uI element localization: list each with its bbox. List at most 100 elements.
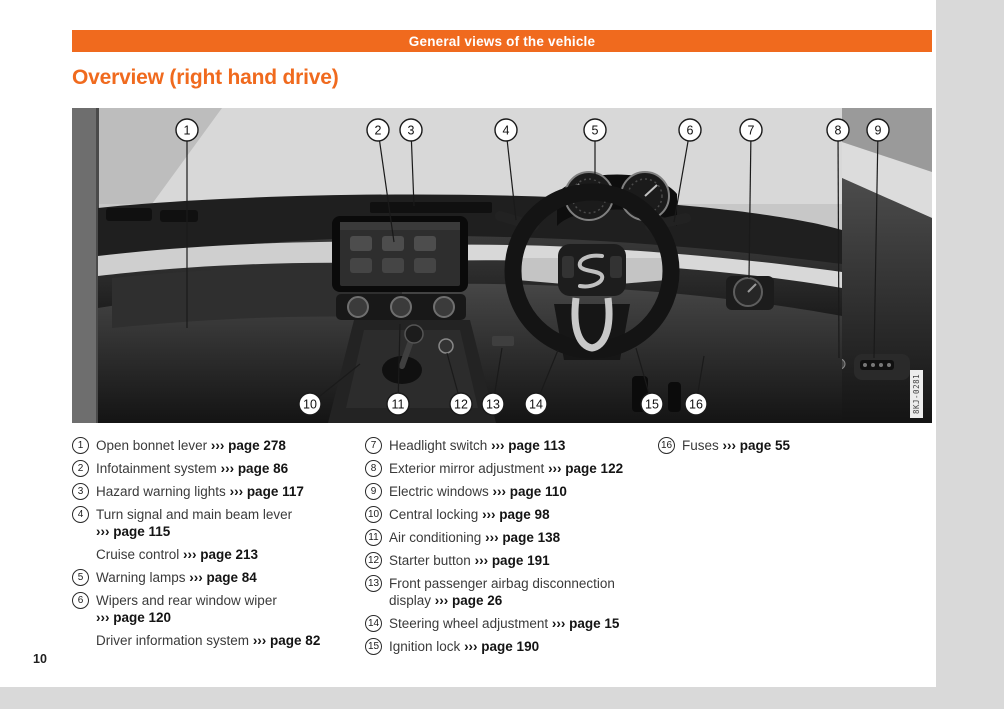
page-reference: ››› page 113 [491,438,566,453]
page-reference: ››› page 190 [464,639,540,654]
center-stack [332,202,492,320]
legend-item: Driver information system ››› page 82 [72,632,365,649]
door-sill [842,142,932,218]
legend-item: 15 Ignition lock ››› page 190 [365,638,658,655]
image-code-label: 8KJ-0281 [910,370,923,418]
legend-item-text: Driver information system ››› page 82 [96,632,320,649]
legend-item: 5 Warning lamps ››› page 84 [72,569,365,586]
callout-leader-line [410,129,415,207]
climate-knob-center [390,296,412,318]
legend-item-label: Front passenger airbag disconnection dis… [389,576,615,608]
legend-item-number: 12 [365,552,382,569]
page-reference: ››› page 138 [485,530,561,545]
legend-item: Cruise control ››› page 213 [72,546,365,563]
callout-leader-line [397,323,401,405]
screen-tile [414,258,436,273]
callout-leader-line [377,129,395,243]
legend-item: 9 Electric windows ››› page 110 [365,483,658,500]
callout-5: 5 [583,118,607,180]
callout-number: 10 [303,398,317,412]
callout-leader-line [673,129,691,223]
legend-item-text: Turn signal and main beam lever ››› page… [96,506,333,540]
right-door [834,108,932,423]
callout-circle [739,118,763,142]
page-reference: ››› page 82 [252,633,321,648]
legend-item-label: Fuses [682,438,719,453]
legend-item-label: Driver information system [96,633,250,648]
page-reference: ››› page 278 [210,438,286,453]
callout-number: 4 [503,124,510,138]
legend-item-text: Front passenger airbag disconnection dis… [389,575,626,609]
callout-circle [866,118,890,142]
callout-number: 12 [454,398,468,412]
legend-item: 16 Fuses ››› page 55 [658,437,932,454]
callout-3: 3 [399,118,423,207]
page-reference: ››› page 86 [220,461,289,476]
callout-number: 1 [184,124,191,138]
windshield [98,108,842,204]
screen-statusbar [340,222,460,230]
callout-circle [386,392,410,416]
callout-circle [640,392,664,416]
legend-item-label: Electric windows [389,484,489,499]
legend-item-number: 10 [365,506,382,523]
left-door-seam [96,108,99,423]
dash-trim-passenger [98,241,402,276]
callout-16: 16 [684,355,708,416]
page-reference: ››› page 120 [96,610,172,625]
legend-item: 3 Hazard warning lights ››› page 117 [72,483,365,500]
legend-item: 2 Infotainment system ››› page 86 [72,460,365,477]
left-door-edge [72,108,98,423]
callout-number: 15 [645,398,659,412]
left-air-vent-2 [160,210,198,222]
callout-number: 3 [408,124,415,138]
callout-leader-line [505,129,517,221]
callout-12: 12 [446,352,473,416]
legend-item-number: 15 [365,638,382,655]
callout-number: 8 [835,124,842,138]
legend-item-text: Headlight switch ››› page 113 [389,437,565,454]
infotainment-screen [340,222,460,286]
page-reference: ››› page 213 [183,547,259,562]
legend-item: 1 Open bonnet lever ››› page 278 [72,437,365,454]
window-switch-1 [863,363,867,367]
legend-item-label: Exterior mirror adjustment [389,461,545,476]
page-reference: ››› page 191 [474,553,550,568]
page-reference: ››› page 110 [492,484,567,499]
callout-circle [684,392,708,416]
spoke-bottom [571,297,613,352]
screen-tile [414,236,436,251]
left-air-vent [106,208,152,221]
legend-item-number: 6 [72,592,89,609]
legend-item-text: Exterior mirror adjustment ››› page 122 [389,460,623,477]
legend-item-text: Wipers and rear window wiper ››› page 12… [96,592,333,626]
legend-item-label: Air conditioning [389,530,482,545]
legend-item: 14 Steering wheel adjustment ››› page 15 [365,615,658,632]
legend-column-1: 1 Open bonnet lever ››› page 278 2 Infot… [72,437,365,661]
page-reference: ››› page 117 [229,484,304,499]
legend-item: 11 Air conditioning ››› page 138 [365,529,658,546]
legend-item-label: Starter button [389,553,471,568]
legend-item: 7 Headlight switch ››› page 113 [365,437,658,454]
legend-item-text: Air conditioning ››› page 138 [389,529,560,546]
page-reference: ››› page 26 [434,593,503,608]
callout-8: 8 [826,118,850,359]
window-switch-2 [871,363,875,367]
legend-item-text: Ignition lock ››› page 190 [389,638,539,655]
legend-item-label: Ignition lock [389,639,461,654]
callout-14: 14 [524,349,559,416]
callout-1: 1 [175,118,199,328]
gear-knob [404,324,424,344]
callout-number: 14 [529,398,543,412]
glovebox [112,265,402,328]
climate-knob-left [347,296,369,318]
code-label-box [910,370,923,418]
gauge-needle [644,184,658,197]
window-switch-3 [879,363,883,367]
page-reference: ››› page 98 [482,507,550,522]
legend-item-number: 16 [658,437,675,454]
page-reference: ››› page 84 [189,570,257,585]
legend-item: 12 Starter button ››› page 191 [365,552,658,569]
page-number: 10 [33,652,47,666]
